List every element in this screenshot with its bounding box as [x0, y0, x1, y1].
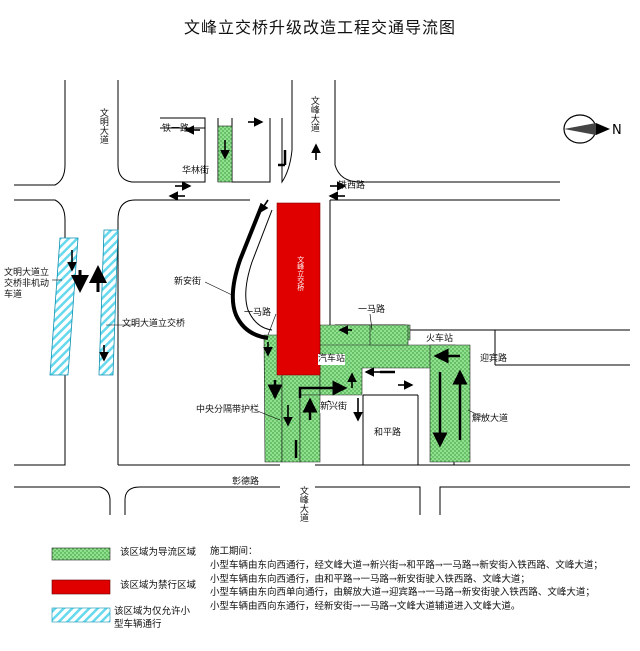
label-xinxing: 新兴街: [320, 402, 348, 413]
legend-label-diversion: 该区域为导流区域: [120, 547, 197, 558]
label-wenfeng-top: 文峰大道: [308, 96, 319, 132]
notes-line-1: 小型车辆由东向西通行，经文峰大道→新兴街→和平路→一马路→新安街入铁西路、文峰大…: [210, 559, 603, 571]
small-vehicle-lanes: [49, 229, 119, 376]
notes-heading: 施工期间：: [210, 546, 258, 557]
label-fenge: 中央分隔带护栏: [196, 405, 260, 415]
legend-swatch-small-vehicles: [51, 607, 111, 623]
label-jiefang: 解放大道: [472, 414, 509, 424]
legend-swatch-forbidden: [51, 579, 111, 595]
label-qichezhan: 汽车站: [318, 354, 346, 365]
notes-line-3: 小型车辆由东向西单向通行，由解放大道→迎宾路→一马路→新安街驶入铁西路、文峰大道…: [210, 587, 595, 599]
legend-label-forbidden: 该区域为禁行区域: [120, 580, 197, 591]
label-wenming-nonmotor: 文明大道立交桥非机动车道: [4, 268, 50, 300]
label-yingbin: 迎宾路: [480, 354, 508, 364]
label-huochezhan: 火车站: [426, 334, 454, 344]
compass-letter: N: [612, 123, 622, 138]
notes-line-2: 小型车辆由东向西通行，由和平路→一马路→新安街驶入铁西路、文峰大道；: [210, 573, 530, 585]
label-tielu: 铁一路: [162, 124, 190, 134]
label-bridge: 文峰立交桥: [296, 256, 305, 291]
notes-line-4: 小型车辆由西向东通行，经新安街→一马路→文峰大道辅道进入文峰大道。: [210, 601, 521, 613]
label-yima-right: 一马路: [358, 305, 386, 315]
forbidden-zone: [276, 202, 321, 376]
label-xinan: 新安街: [174, 277, 202, 287]
label-wenfeng-bottom: 文峰大道: [297, 486, 308, 522]
xinan-ramp: [230, 204, 269, 340]
flow-arrows: [67, 117, 468, 458]
label-yima-left: 一马路: [244, 308, 272, 318]
construction-notes: 施工期间： 小型车辆由东向西通行，经文峰大道→新兴街→和平路→一马路→新安街入铁…: [210, 545, 630, 614]
compass-icon: N: [563, 114, 622, 144]
label-wenming-top: 文明大道: [97, 108, 108, 144]
map-title: 文峰立交桥升级改造工程交通导流图: [183, 18, 456, 37]
label-tiexi: 铁西路: [338, 181, 366, 191]
legend-swatch-diversion: [51, 547, 111, 561]
legend-label-small-vehicles: 该区域为仅允许小型车辆通行: [114, 606, 191, 630]
label-wenming-bridge: 文明大道立交桥: [122, 319, 186, 329]
label-hualin: 华林街: [182, 166, 210, 176]
label-heping: 和平路: [374, 428, 402, 438]
label-zhangde: 彰德路: [232, 477, 260, 487]
